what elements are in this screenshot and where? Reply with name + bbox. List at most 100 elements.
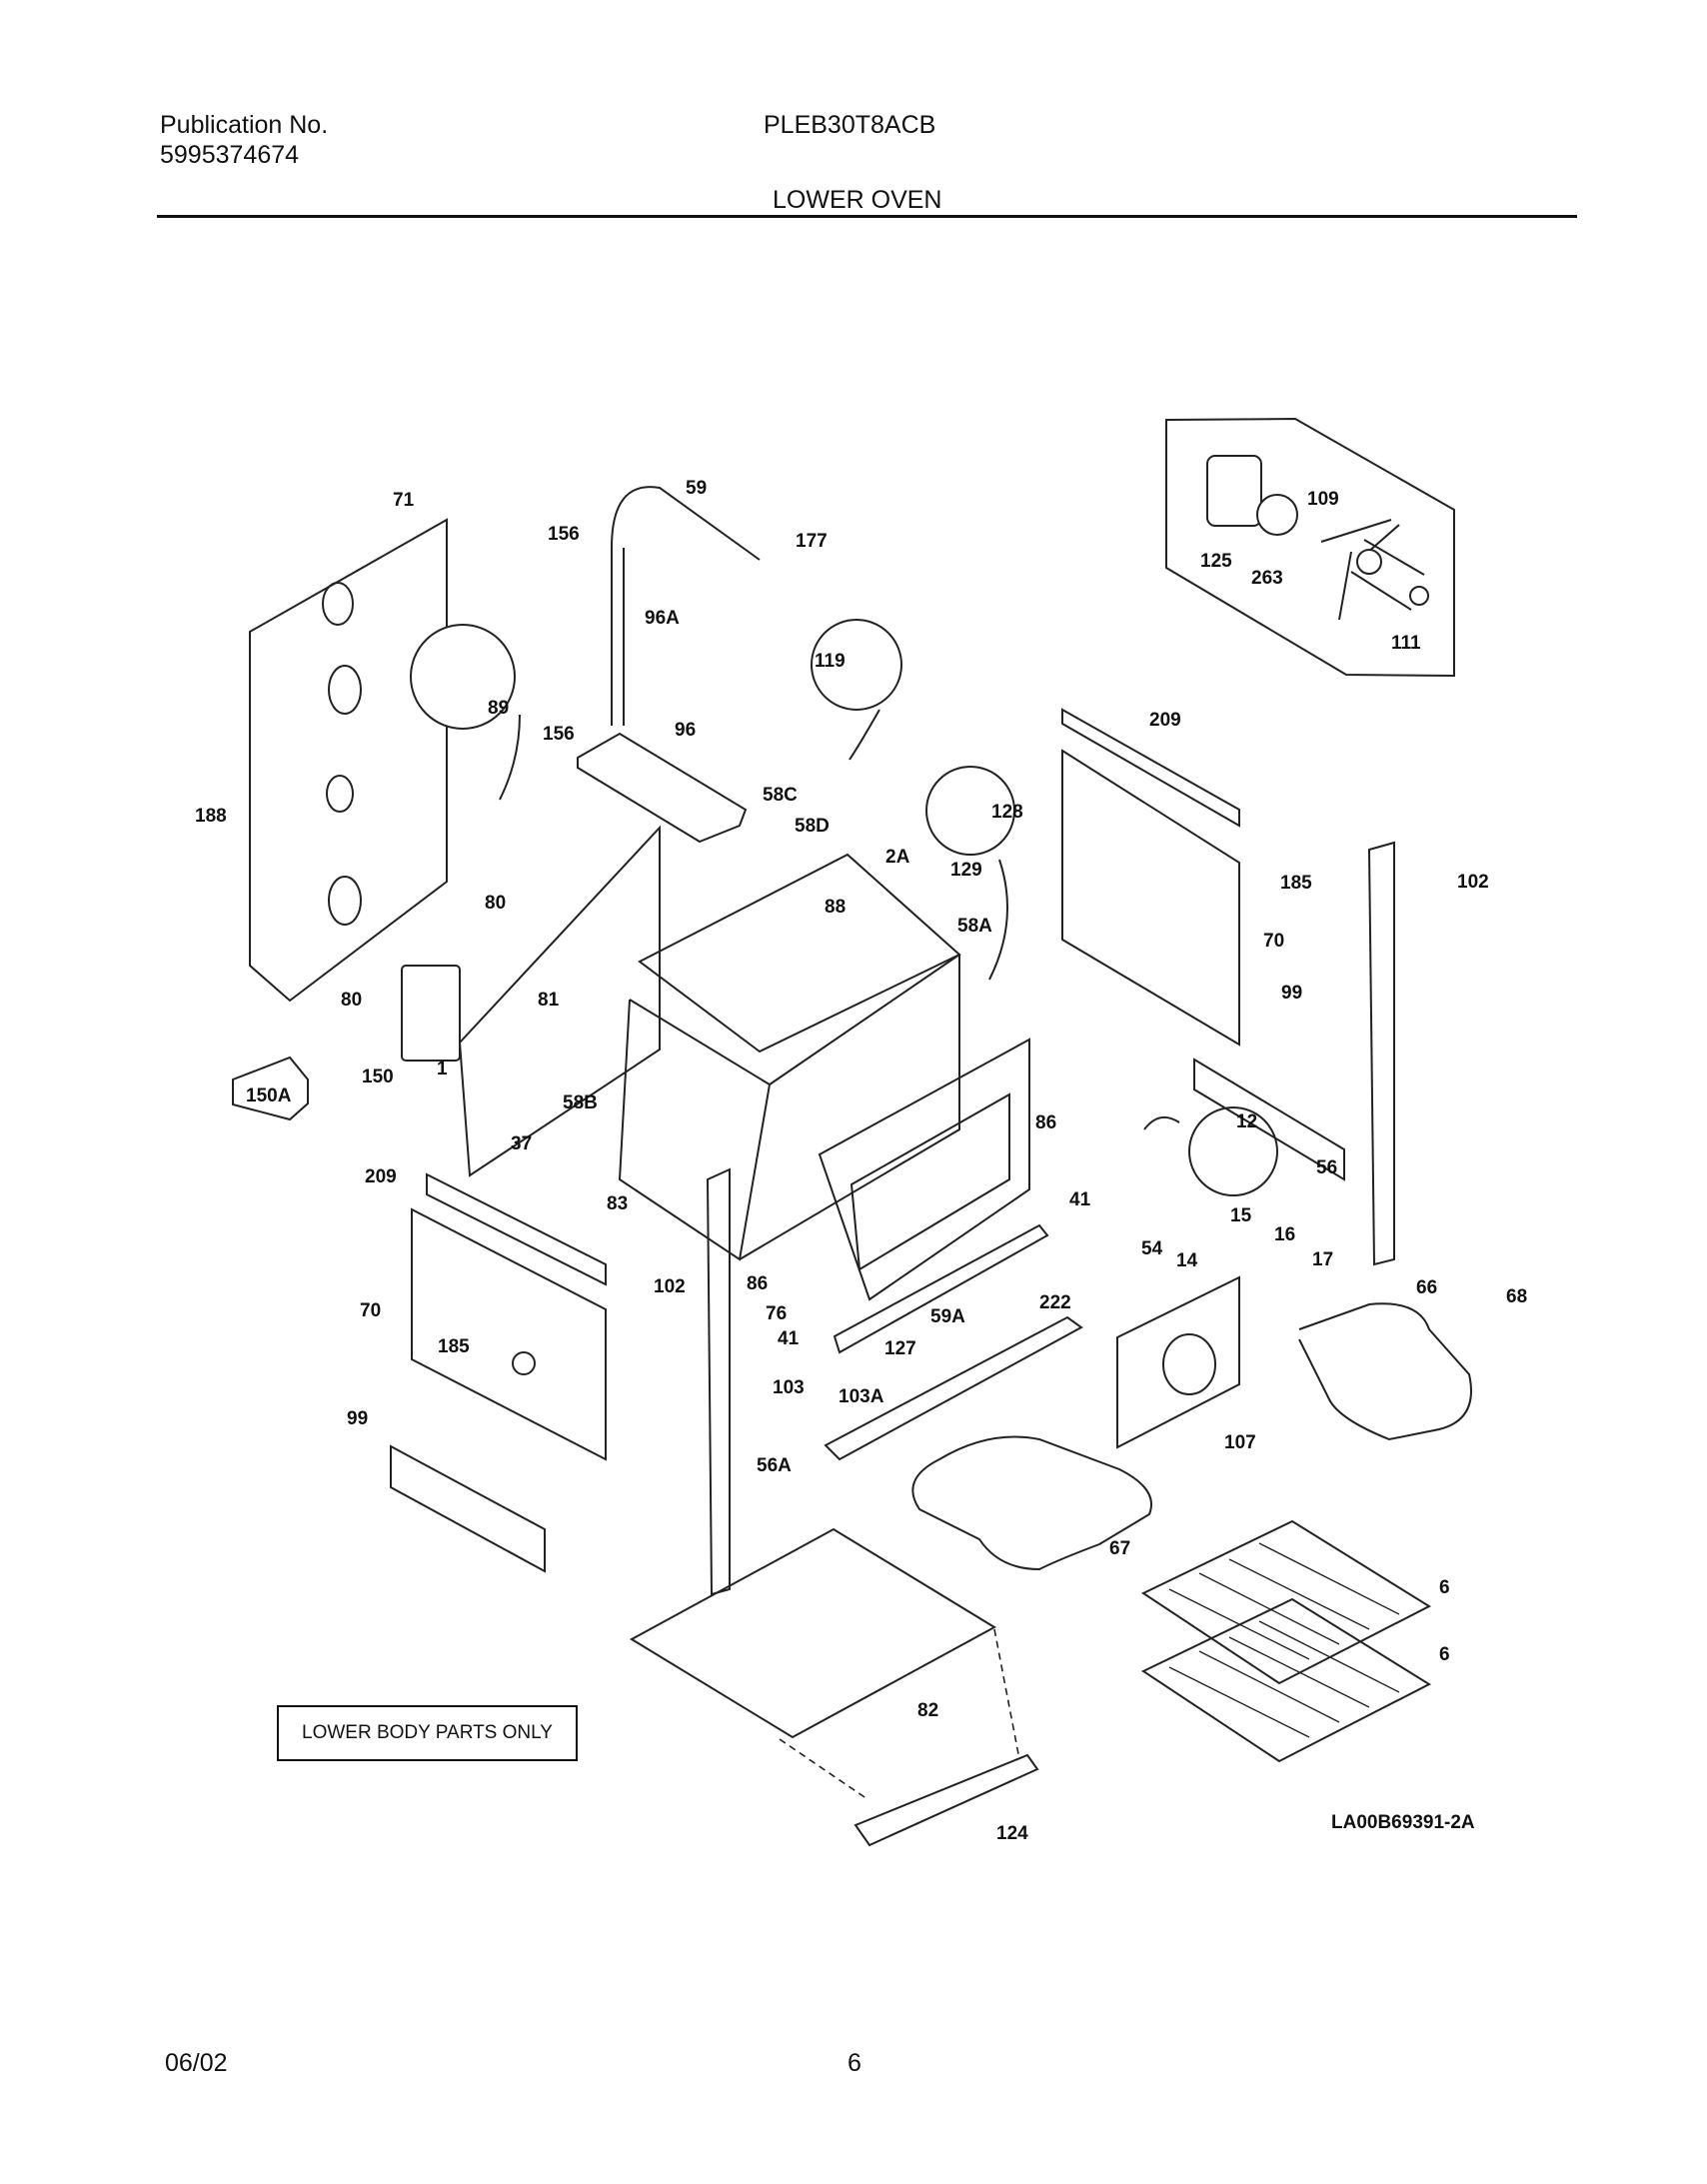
publication-label: Publication No. [160, 111, 329, 139]
callout: 59 [686, 478, 707, 499]
callout: 222 [1039, 1292, 1071, 1313]
transformer [401, 965, 461, 1062]
callout: 125 [1200, 551, 1232, 572]
callout: 37 [511, 1133, 532, 1154]
callout: 68 [1506, 1286, 1527, 1307]
callout: 2A [885, 847, 910, 868]
callout: 56A [757, 1455, 792, 1476]
callout: 16 [1274, 1224, 1295, 1245]
oven-bottom [629, 1527, 997, 1739]
side-rail-56a [706, 1167, 731, 1596]
publication-date: 06/02 [165, 2049, 228, 2077]
front-frame-opening [850, 1092, 1010, 1271]
detail-circle-89 [410, 624, 516, 730]
callout: 109 [1307, 489, 1339, 510]
right-side-panel [1061, 749, 1240, 1047]
callout: 6 [1439, 1644, 1450, 1665]
callout: 58D [795, 816, 830, 837]
callout: 70 [1263, 931, 1284, 952]
left-side-panel [458, 825, 661, 1177]
top-strip-209-left [426, 1172, 607, 1286]
detail-circle-128 [925, 766, 1015, 856]
oven-top-plate [638, 853, 961, 1054]
oven-cavity [618, 954, 960, 1261]
callout: 185 [438, 1336, 470, 1357]
page-number: 6 [848, 2049, 861, 2077]
publication-number: 5995374674 [160, 141, 300, 169]
callout: 81 [538, 990, 560, 1011]
diagram-code: LA00B69391-2A [1331, 1812, 1475, 1833]
callout: 209 [1149, 710, 1181, 731]
drawer-panel [854, 1753, 1039, 1847]
callout: 129 [950, 860, 982, 881]
callout: 102 [654, 1276, 686, 1297]
callout: 99 [347, 1408, 368, 1429]
callout: 56 [1316, 1157, 1337, 1178]
callout: 103 [773, 1377, 805, 1398]
top-strip-209 [1061, 708, 1240, 828]
callout: 96 [675, 720, 696, 741]
callout: 124 [996, 1823, 1028, 1844]
callout-labels: 71 59 156 177 96A 119 125 109 263 111 89… [195, 478, 1527, 1844]
callout: 82 [917, 1700, 938, 1721]
callout: 111 [1391, 633, 1421, 654]
fan-cover [1116, 1275, 1240, 1449]
seal-strip [833, 1223, 1049, 1354]
callout: 6 [1439, 1577, 1450, 1598]
callout: 58C [763, 785, 798, 806]
detail-circle-12 [1188, 1106, 1278, 1196]
vent-baffle [577, 732, 748, 844]
callout: 88 [825, 897, 846, 918]
callout: 54 [1141, 1238, 1163, 1259]
front-frame [818, 1038, 1030, 1301]
callout: 107 [1224, 1432, 1256, 1453]
rear-panel [249, 518, 448, 1003]
callout: 86 [747, 1273, 768, 1294]
oven-rack-lower [1140, 1597, 1432, 1763]
bracket-99-right [1193, 1058, 1345, 1181]
callout: 185 [1280, 873, 1312, 894]
callout: 156 [543, 724, 575, 745]
bake-element [911, 1435, 1152, 1571]
callout: 80 [485, 893, 506, 914]
callout: 1 [437, 1059, 448, 1080]
model-number: PLEB30T8ACB [764, 111, 936, 139]
detail-circle-119 [811, 619, 902, 711]
lower-side-panel [411, 1207, 607, 1461]
callout: 188 [195, 806, 227, 827]
callout: 67 [1109, 1538, 1130, 1559]
lower-body-parts-note: LOWER BODY PARTS ONLY [277, 1705, 578, 1761]
callout: 14 [1176, 1250, 1198, 1271]
callout: 83 [607, 1193, 628, 1214]
callout: 150 [362, 1067, 394, 1088]
callout: 41 [778, 1328, 800, 1349]
callout: 12 [1236, 1111, 1257, 1132]
trim-103a [824, 1315, 1083, 1461]
side-rail-56 [1367, 841, 1395, 1266]
broil-element [1298, 1302, 1472, 1441]
grommet-185 [512, 1351, 536, 1375]
callout: 71 [393, 490, 415, 511]
callout: 80 [341, 990, 362, 1011]
callout: 263 [1251, 568, 1283, 589]
callout: 17 [1312, 1249, 1333, 1270]
bracket-150a [232, 1056, 309, 1121]
callout: 70 [360, 1300, 381, 1321]
callout: 119 [815, 651, 846, 672]
bracket-99-left [390, 1444, 546, 1573]
callout: 15 [1230, 1205, 1252, 1226]
callout: 102 [1457, 872, 1489, 893]
callout: 156 [548, 524, 580, 545]
callout: 209 [365, 1166, 397, 1187]
callout: 127 [884, 1338, 916, 1359]
fan-motor-inset [1165, 417, 1455, 678]
vent-tube [611, 486, 761, 726]
callout: 66 [1416, 1277, 1437, 1298]
callout: 150A [246, 1086, 292, 1106]
callout: 59A [930, 1306, 965, 1327]
header-rule [157, 215, 1577, 218]
callout: 76 [766, 1303, 787, 1324]
callout: 96A [645, 608, 680, 629]
callout: 177 [796, 531, 828, 552]
